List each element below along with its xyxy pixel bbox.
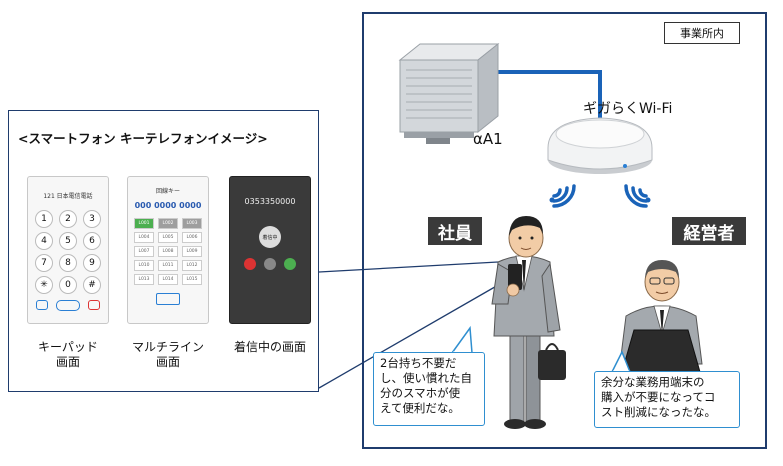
line-key[interactable]: L010 <box>134 260 154 271</box>
line-key[interactable]: L006 <box>182 232 202 243</box>
keypad-key[interactable]: 8 <box>59 254 77 272</box>
transfer-icon <box>264 258 276 270</box>
wifi-waves-right-icon <box>624 184 651 208</box>
keypad-key[interactable]: # <box>83 276 101 294</box>
panel-title: <スマートフォン キーテレフォンイメージ> <box>18 131 268 146</box>
keypad-key[interactable]: 0 <box>59 276 77 294</box>
line-key[interactable]: L007 <box>134 246 154 257</box>
line-key[interactable]: L002 <box>158 218 178 229</box>
keypad-call-row <box>28 300 108 311</box>
multiline-call-icon <box>156 293 180 305</box>
caption-multiline-line2: 画面 <box>155 355 180 369</box>
line-key[interactable]: L004 <box>134 232 154 243</box>
line-key[interactable]: L001 <box>134 218 154 229</box>
keypad-key[interactable]: 1 <box>35 210 53 228</box>
callout-line-bottom <box>318 283 501 389</box>
wifi-waves-left-icon <box>549 184 576 208</box>
employee-bubble: 2台持ち不要だ し、使い慣れた自 分のスマホが使 えて便利だな。 <box>373 352 485 426</box>
employee-bubble-line: えて便利だな。 <box>380 401 460 415</box>
manager-bubble-line: 余分な業務用端末の <box>601 375 705 389</box>
caption-multiline: マルチライン 画面 <box>118 340 218 370</box>
multiline-number: 000 0000 0000 <box>134 201 202 210</box>
caption-keypad: キーパッド 画面 <box>18 340 118 370</box>
wifi-label: ギガらくWi-Fi <box>583 101 673 117</box>
office-frame <box>362 12 767 449</box>
line-key[interactable]: L012 <box>182 260 202 271</box>
line-key[interactable]: L003 <box>182 218 202 229</box>
incoming-screen: 0353350000 着信中 <box>229 176 311 324</box>
router-device <box>398 42 500 144</box>
employee-tag: 社員 <box>428 217 482 245</box>
speaker-icon <box>36 300 48 310</box>
manager-bubble-line: スト削減になったな。 <box>601 405 716 419</box>
keypad-key[interactable]: ✳ <box>35 276 53 294</box>
caption-keypad-line2: 画面 <box>55 355 80 369</box>
hangup-icon <box>88 300 100 310</box>
keypad-key[interactable]: 3 <box>83 210 101 228</box>
line-key[interactable]: L009 <box>182 246 202 257</box>
keypad-key[interactable]: 4 <box>35 232 53 250</box>
manager-tag: 経営者 <box>672 217 746 245</box>
line-key[interactable]: L014 <box>158 274 178 285</box>
router-label: αA1 <box>473 130 503 148</box>
keypad-number: 121 日本電信電話 <box>43 193 93 200</box>
call-icon <box>56 300 80 311</box>
lan-cable <box>490 70 602 118</box>
line-key[interactable]: L005 <box>158 232 178 243</box>
keypad-key[interactable]: 7 <box>35 254 53 272</box>
caption-incoming: 着信中の画面 <box>220 340 320 355</box>
answer-icon <box>284 258 296 270</box>
caption-multiline-line1: マルチライン <box>131 340 204 354</box>
manager-bubble-line: 購入が不要になってコ <box>601 390 716 404</box>
incoming-status: 着信中 <box>259 226 281 248</box>
decline-icon <box>244 258 256 270</box>
keypad-key[interactable]: 6 <box>83 232 101 250</box>
incoming-actions <box>230 258 310 270</box>
line-key[interactable]: L008 <box>158 246 178 257</box>
employee-bubble-line: し、使い慣れた自 <box>380 371 472 385</box>
employee-bubble-tail <box>450 325 473 354</box>
line-key[interactable]: L011 <box>158 260 178 271</box>
callout-line-top <box>318 261 499 273</box>
employee-figure <box>491 216 566 429</box>
employee-bubble-line: 分のスマホが使 <box>380 386 461 400</box>
caption-keypad-line1: キーパッド <box>38 340 98 354</box>
manager-figure <box>618 260 704 377</box>
keypad-key[interactable]: 2 <box>59 210 77 228</box>
office-label: 事業所内 <box>664 22 740 44</box>
line-key[interactable]: L015 <box>182 274 202 285</box>
multiline-header: 回線キー <box>155 188 180 195</box>
manager-bubble: 余分な業務用端末の 購入が不要になってコ スト削減になったな。 <box>594 371 740 428</box>
caption-incoming-line1: 着信中の画面 <box>233 340 306 354</box>
incoming-number: 0353350000 <box>244 197 296 206</box>
employee-bubble-line: 2台持ち不要だ <box>380 356 457 370</box>
line-key[interactable]: L013 <box>134 274 154 285</box>
keypad-key[interactable]: 5 <box>59 232 77 250</box>
keypad-key[interactable]: 9 <box>83 254 101 272</box>
wifi-access-point <box>547 117 653 174</box>
